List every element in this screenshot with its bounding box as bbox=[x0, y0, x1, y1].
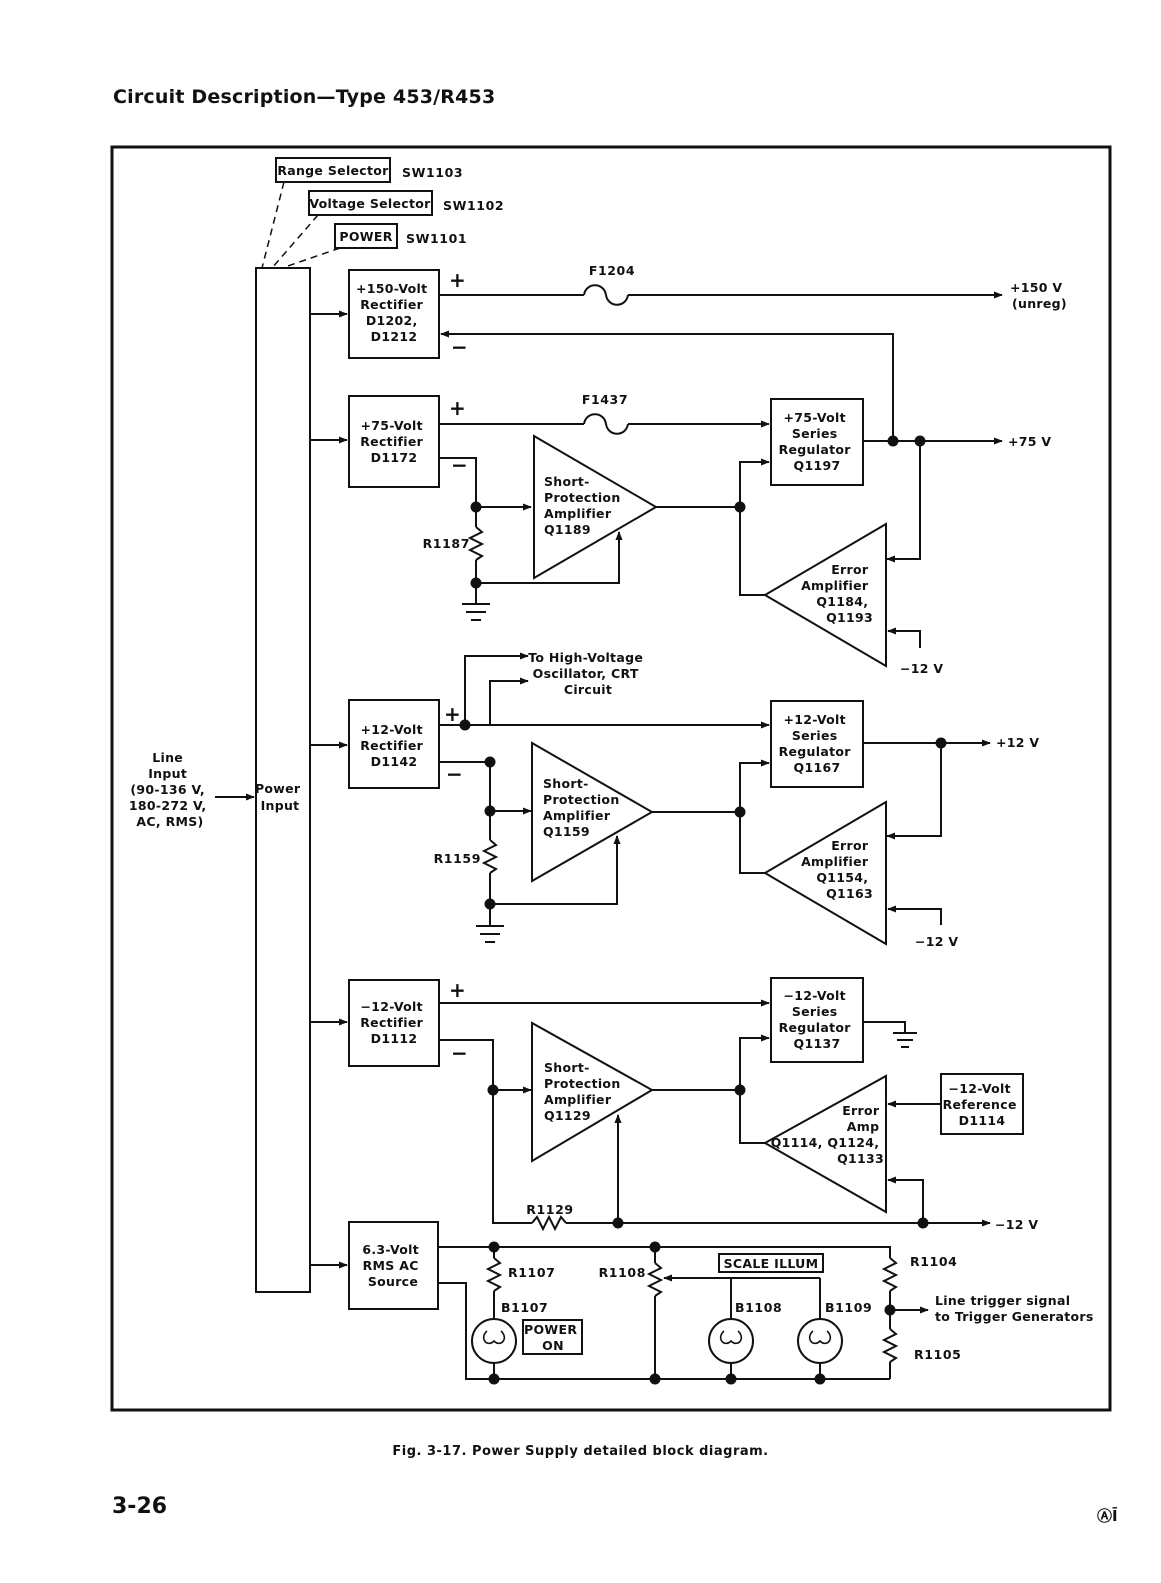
ac-source-label: 6.3-Volt RMS AC Source bbox=[362, 1242, 423, 1289]
page-number: 3-26 bbox=[112, 1494, 168, 1519]
ground-12v bbox=[476, 925, 504, 943]
power-on-label: POWER ON bbox=[524, 1322, 582, 1353]
scale-illum-label-box bbox=[718, 1253, 824, 1273]
r1107-label: R1107 bbox=[508, 1265, 555, 1280]
r1187-label: R1187 bbox=[423, 536, 470, 551]
f1437-label: F1437 bbox=[582, 392, 628, 407]
series-regulator-neg12v-block bbox=[770, 977, 864, 1063]
plus-sign-12: + bbox=[444, 702, 461, 726]
rectifier-12v-label: +12-Volt Rectifier D1142 bbox=[360, 722, 428, 769]
voltage-selector-box bbox=[308, 190, 433, 216]
reference-neg12v-block bbox=[940, 1073, 1024, 1135]
short-protection-neg12-label: Short- Protection Amplifier Q1129 bbox=[544, 1060, 625, 1123]
line-trigger-label: Line trigger signal to Trigger Generator… bbox=[935, 1293, 1094, 1324]
resistor-r1105 bbox=[881, 1328, 899, 1363]
f1204-label: F1204 bbox=[589, 263, 635, 278]
page-header: Circuit Description—Type 453/R453 bbox=[113, 86, 496, 108]
power-input-block bbox=[255, 267, 311, 1293]
figure-caption: Fig. 3-17. Power Supply detailed block d… bbox=[392, 1444, 769, 1459]
ac-source-6v3-block bbox=[348, 1221, 439, 1310]
error-amp-q1114-q1124-q1133 bbox=[762, 1074, 887, 1214]
sw1103-ref: SW1103 bbox=[402, 165, 463, 180]
series-regulator-neg12v-label: −12-Volt Series Regulator Q1137 bbox=[779, 988, 856, 1051]
out-150v-label: +150 V (unreg) bbox=[1010, 280, 1067, 311]
sw1102-ref: SW1102 bbox=[443, 198, 504, 213]
power-switch-box bbox=[334, 223, 398, 249]
error-amp-75-label: Error Amplifier Q1184, Q1193 bbox=[801, 562, 873, 625]
sw1101-ref: SW1101 bbox=[406, 231, 467, 246]
fuse-f1437 bbox=[583, 413, 629, 435]
resistor-r1104 bbox=[881, 1257, 899, 1292]
error-amp-12-label: Error Amplifier Q1154, Q1163 bbox=[801, 838, 873, 901]
short-protection-75-label: Short- Protection Amplifier Q1189 bbox=[544, 474, 625, 537]
error-amp-q1154-q1163 bbox=[763, 800, 887, 946]
r1108-label: R1108 bbox=[599, 1265, 646, 1280]
minus-sign-12: − bbox=[446, 762, 463, 786]
potentiometer-r1108 bbox=[646, 1262, 664, 1297]
diagram-frame bbox=[110, 145, 1112, 1412]
fuse-f1204 bbox=[583, 284, 629, 306]
power-switch-label: POWER bbox=[339, 229, 392, 244]
neg12-ref-75: −12 V bbox=[900, 661, 943, 676]
r1129-label: R1129 bbox=[526, 1202, 573, 1217]
reference-neg12v-label: −12-Volt Reference D1114 bbox=[943, 1081, 1022, 1128]
rectifier-neg12v-label: −12-Volt Rectifier D1112 bbox=[360, 999, 428, 1046]
neg12-ref-12: −12 V bbox=[915, 934, 958, 949]
plus-sign-150: + bbox=[449, 268, 466, 292]
series-regulator-75v-label: +75-Volt Series Regulator Q1197 bbox=[779, 410, 856, 473]
b1108-label: B1108 bbox=[735, 1300, 782, 1315]
short-protection-12-label: Short- Protection Amplifier Q1159 bbox=[543, 776, 624, 839]
error-amp-neg12-label: Error Amp Q1114, Q1124, Q1133 bbox=[771, 1103, 884, 1166]
b1107-label: B1107 bbox=[501, 1300, 548, 1315]
short-protection-amp-q1129 bbox=[531, 1021, 655, 1163]
publisher-mark: ⒶĪ bbox=[1097, 1507, 1118, 1525]
junction-dots bbox=[459, 435, 947, 1385]
rectifier-75v-block bbox=[348, 395, 440, 488]
out-75v-label: +75 V bbox=[1008, 434, 1051, 449]
series-regulator-12v-label: +12-Volt Series Regulator Q1167 bbox=[779, 712, 856, 775]
b1109-label: B1109 bbox=[825, 1300, 872, 1315]
resistor-r1129 bbox=[531, 1214, 567, 1232]
scale-illum-label: SCALE ILLUM bbox=[724, 1256, 819, 1271]
switch-linkage bbox=[261, 181, 341, 269]
rectifier-150v-label: +150-Volt Rectifier D1202, D1212 bbox=[356, 281, 432, 344]
plus-sign-neg12: + bbox=[449, 978, 466, 1002]
short-protection-amp-q1189 bbox=[533, 434, 658, 580]
r1159-label: R1159 bbox=[434, 851, 481, 866]
rectifier-12v-block bbox=[348, 699, 440, 789]
plus-sign-75: + bbox=[449, 396, 466, 420]
range-selector-box bbox=[275, 157, 391, 183]
minus-sign-150: − bbox=[451, 335, 468, 359]
line-input-label: Line Input (90-136 V, 180-272 V, AC, RMS… bbox=[129, 750, 211, 829]
rectifier-neg12v-block bbox=[348, 979, 440, 1067]
hv-oscillator-note: To High-Voltage Oscillator, CRT Circuit bbox=[528, 650, 648, 697]
short-protection-amp-q1159 bbox=[531, 741, 655, 883]
rectifier-75v-label: +75-Volt Rectifier D1172 bbox=[360, 418, 428, 465]
voltage-selector-label: Voltage Selector bbox=[309, 196, 431, 211]
resistor-r1159 bbox=[481, 839, 499, 874]
r1105-label: R1105 bbox=[914, 1347, 961, 1362]
r1104-label: R1104 bbox=[910, 1254, 957, 1269]
rectifier-150v-block bbox=[348, 269, 440, 359]
resistor-r1187 bbox=[467, 526, 485, 561]
range-selector-label: Range Selector bbox=[277, 163, 389, 178]
ground-neg12v-reg bbox=[893, 1032, 917, 1048]
minus-sign-75: − bbox=[451, 453, 468, 477]
resistor-r1107 bbox=[485, 1257, 503, 1292]
ground-75v bbox=[462, 603, 490, 621]
out-12v-label: +12 V bbox=[996, 735, 1039, 750]
power-input-label: Power Input bbox=[255, 781, 305, 813]
out-neg12v-label: −12 V bbox=[995, 1217, 1038, 1232]
minus-sign-neg12: − bbox=[451, 1041, 468, 1065]
error-amp-q1184-q1193 bbox=[763, 522, 887, 668]
power-on-label-box bbox=[522, 1319, 583, 1355]
